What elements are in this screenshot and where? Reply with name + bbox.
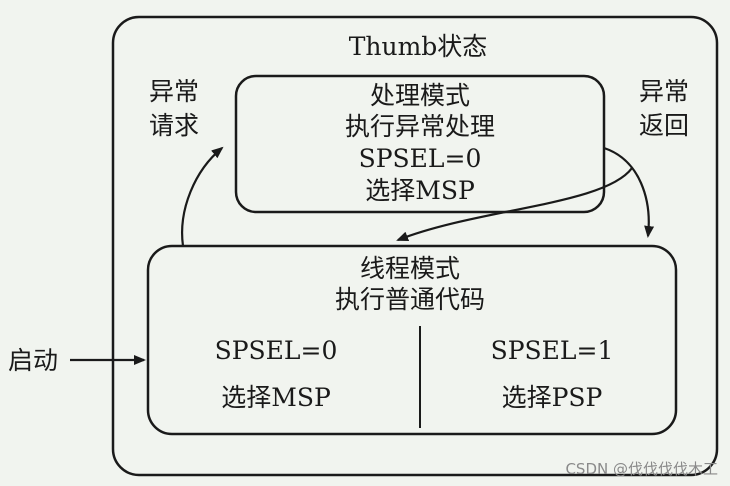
thread-mode-subtitle: 执行普通代码 bbox=[335, 285, 485, 314]
thumb-state-box bbox=[111, 15, 719, 477]
thumb-state-title: Thumb状态 bbox=[349, 32, 488, 61]
thread-mode-left-stack: 选择MSP bbox=[221, 383, 331, 412]
handler-mode-stack: 选择MSP bbox=[365, 176, 475, 205]
handler-mode-box bbox=[234, 74, 606, 214]
exception-return-label-line2: 返回 bbox=[639, 111, 689, 140]
thread-mode-left-spsel: SPSEL=0 bbox=[215, 336, 338, 365]
thread-mode-right-stack: 选择PSP bbox=[502, 383, 603, 412]
handler-mode-subtitle: 执行异常处理 bbox=[345, 112, 495, 141]
exception-return-arrow-right bbox=[603, 146, 655, 238]
handler-mode-spsel: SPSEL=0 bbox=[359, 144, 482, 173]
exception-request-label-line2: 请求 bbox=[149, 111, 199, 140]
exception-request-label-line1: 异常 bbox=[149, 77, 199, 106]
exception-request-arrow bbox=[181, 146, 224, 247]
thread-mode-right-spsel: SPSEL=1 bbox=[491, 336, 614, 365]
startup-label: 启动 bbox=[8, 346, 58, 375]
thread-mode-title: 线程模式 bbox=[360, 254, 460, 283]
thread-mode-box bbox=[146, 244, 678, 436]
exception-return-label-line1: 异常 bbox=[639, 77, 689, 106]
handler-mode-title: 处理模式 bbox=[370, 81, 470, 110]
exception-return-arrow-left bbox=[396, 167, 633, 242]
watermark: CSDN @伐伐伐伐木工 bbox=[565, 460, 718, 478]
